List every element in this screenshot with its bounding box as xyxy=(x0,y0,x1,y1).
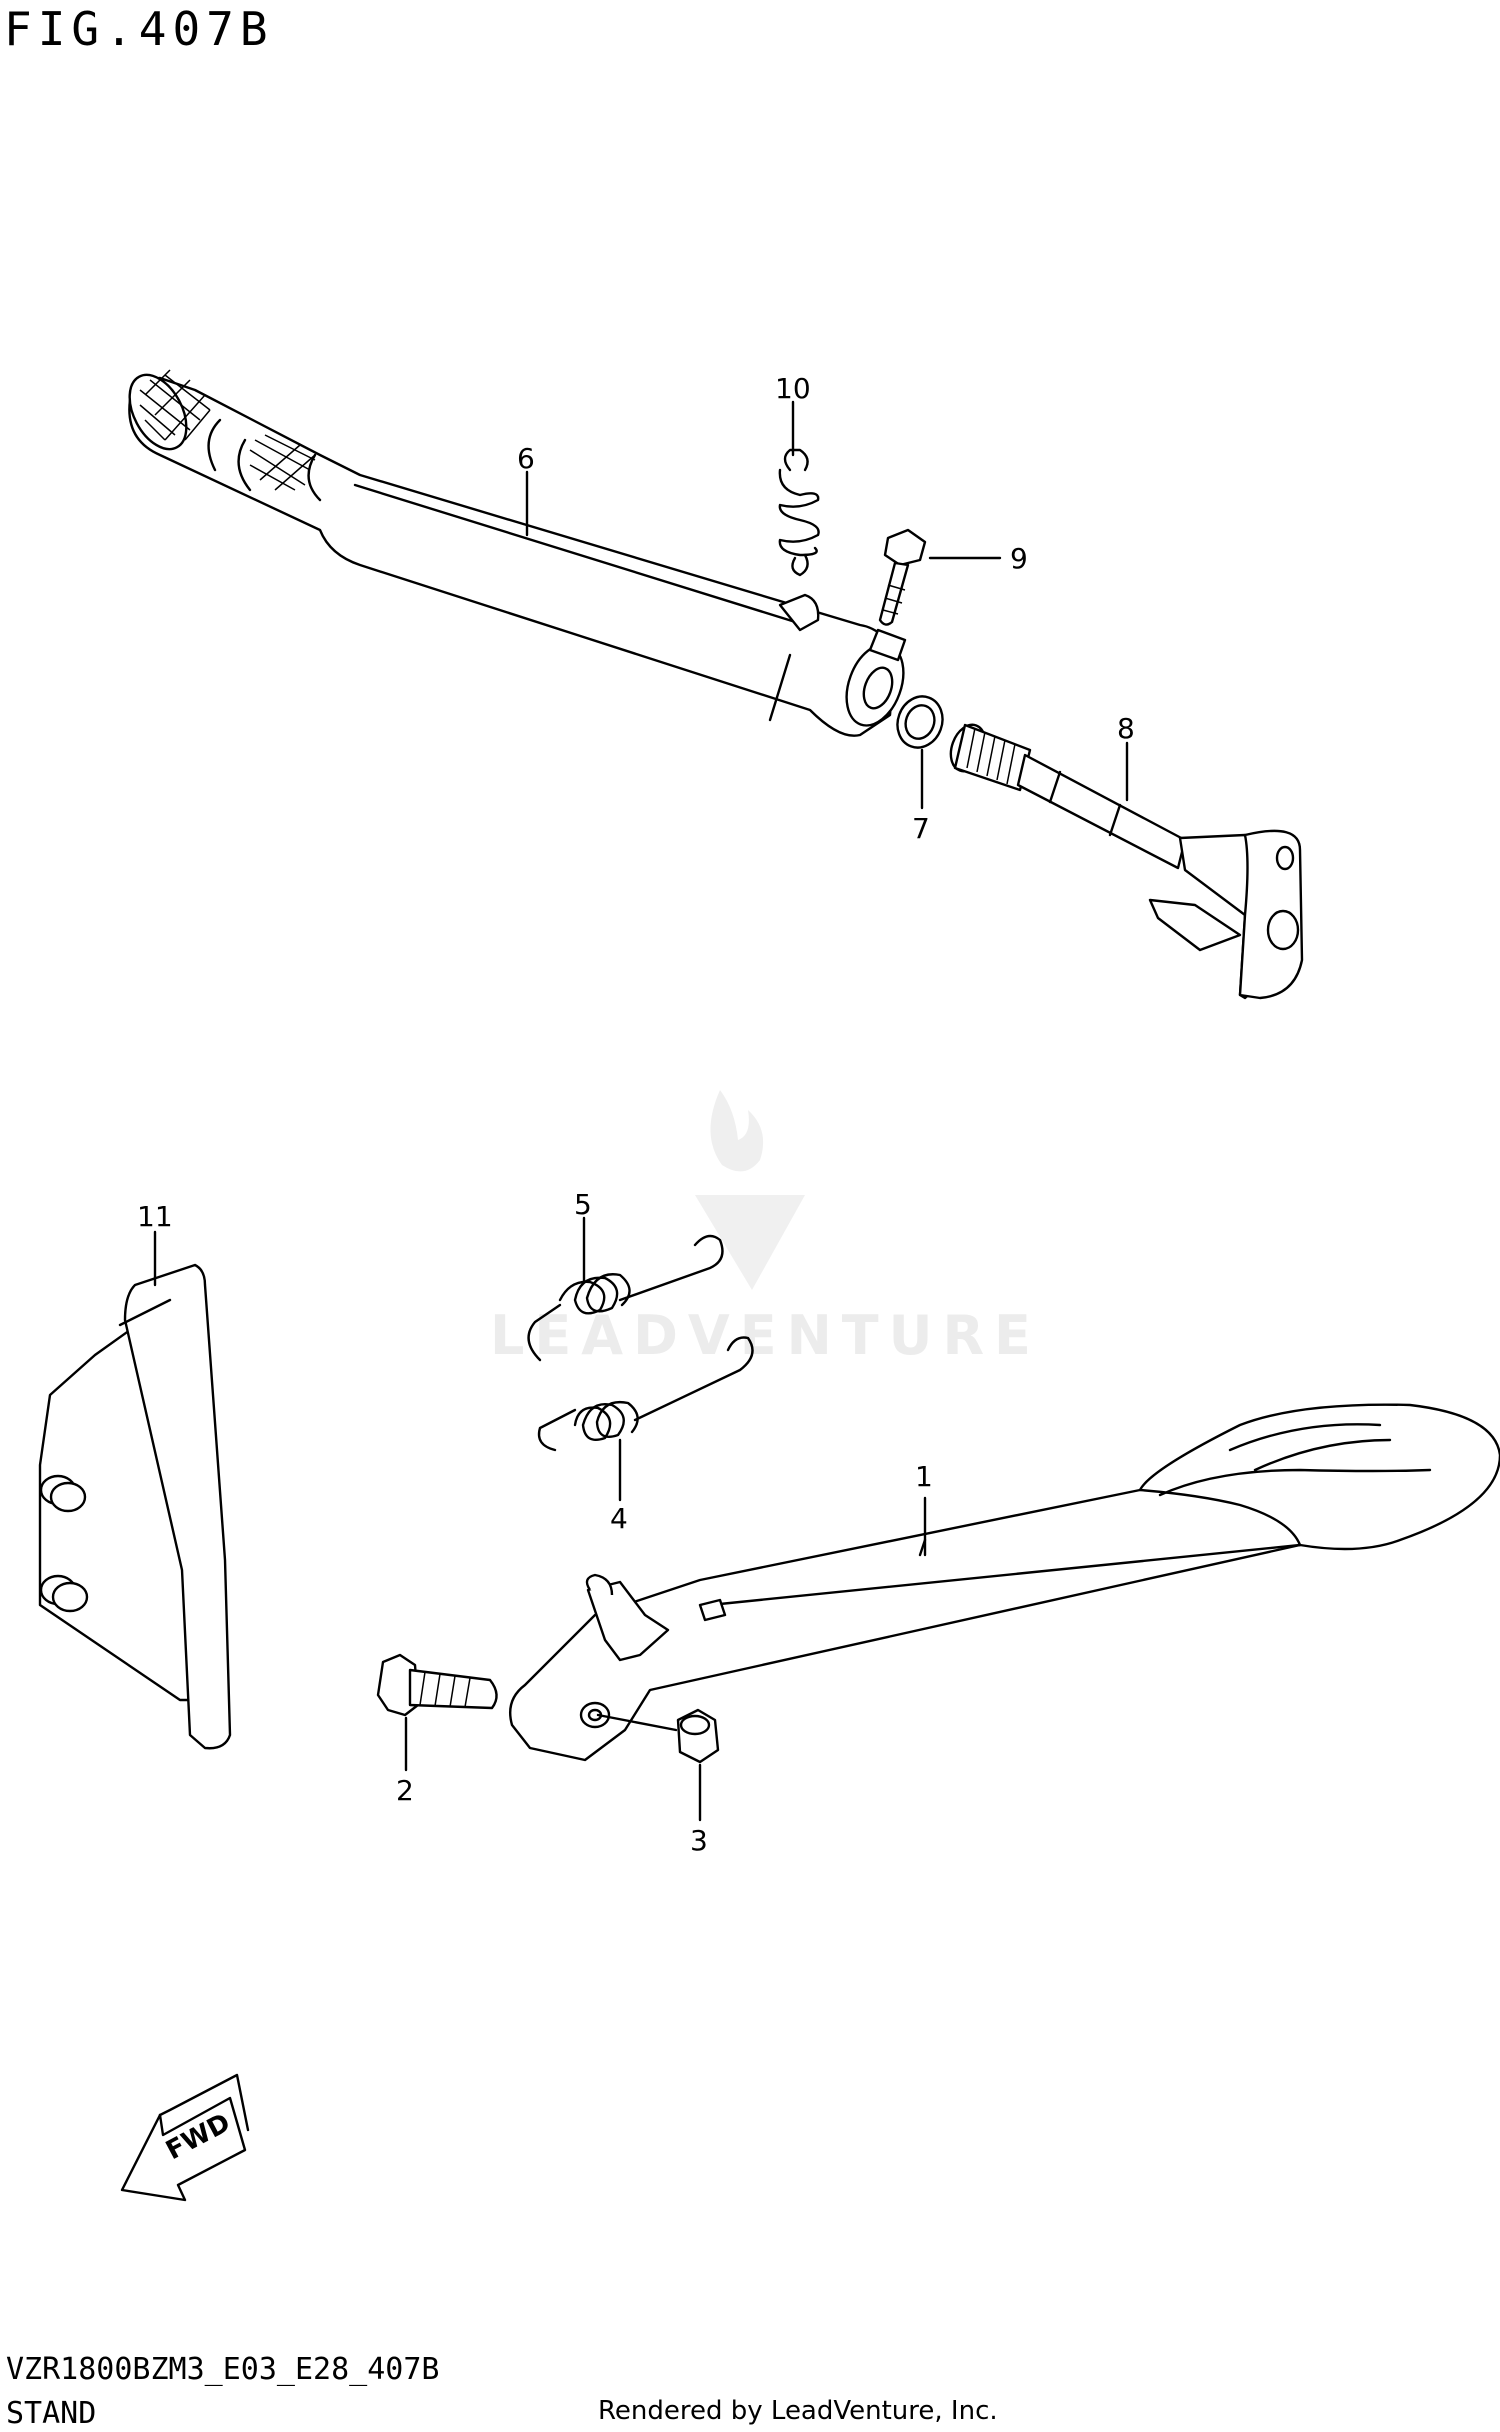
part-10-spring[interactable]: 10 xyxy=(775,372,820,577)
callout-4: 4 xyxy=(610,1502,628,1535)
part-4-spring[interactable]: 4 xyxy=(537,1336,754,1536)
part-1-side-stand[interactable]: 1 xyxy=(508,1403,1500,1762)
callout-11: 11 xyxy=(137,1200,173,1233)
callout-7: 7 xyxy=(912,812,930,845)
part-7-washer[interactable]: 7 xyxy=(890,690,949,845)
fwd-direction-arrow: FWD xyxy=(120,2073,250,2202)
model-code: VZR1800BZM3_E03_E28_407B xyxy=(6,2352,440,2387)
callout-6: 6 xyxy=(517,442,535,475)
part-8-shaft[interactable]: 8 xyxy=(945,712,1304,1000)
watermark: LEADVENTURE xyxy=(490,1090,1041,1367)
part-11-bracket[interactable]: 11 xyxy=(38,1200,232,1750)
render-credit: Rendered by LeadVenture, Inc. xyxy=(598,2396,998,2426)
callout-5: 5 xyxy=(574,1188,592,1221)
section-name: STAND xyxy=(6,2396,97,2431)
part-3-nut[interactable]: 3 xyxy=(596,1708,720,1857)
callout-8: 8 xyxy=(1117,712,1135,745)
callout-1: 1 xyxy=(915,1460,933,1493)
part-2-bolt[interactable]: 2 xyxy=(376,1653,498,1807)
part-6-stand-arm[interactable]: 6 xyxy=(118,365,914,737)
callout-10: 10 xyxy=(775,372,811,405)
part-5-spring[interactable]: 5 xyxy=(527,1188,724,1362)
watermark-text: LEADVENTURE xyxy=(490,1304,1041,1367)
callout-2: 2 xyxy=(396,1774,414,1807)
callout-3: 3 xyxy=(690,1824,708,1857)
figure-title: FIG.407B xyxy=(4,2,274,56)
callout-9: 9 xyxy=(1010,542,1028,575)
part-9-bolt[interactable]: 9 xyxy=(878,528,1028,626)
